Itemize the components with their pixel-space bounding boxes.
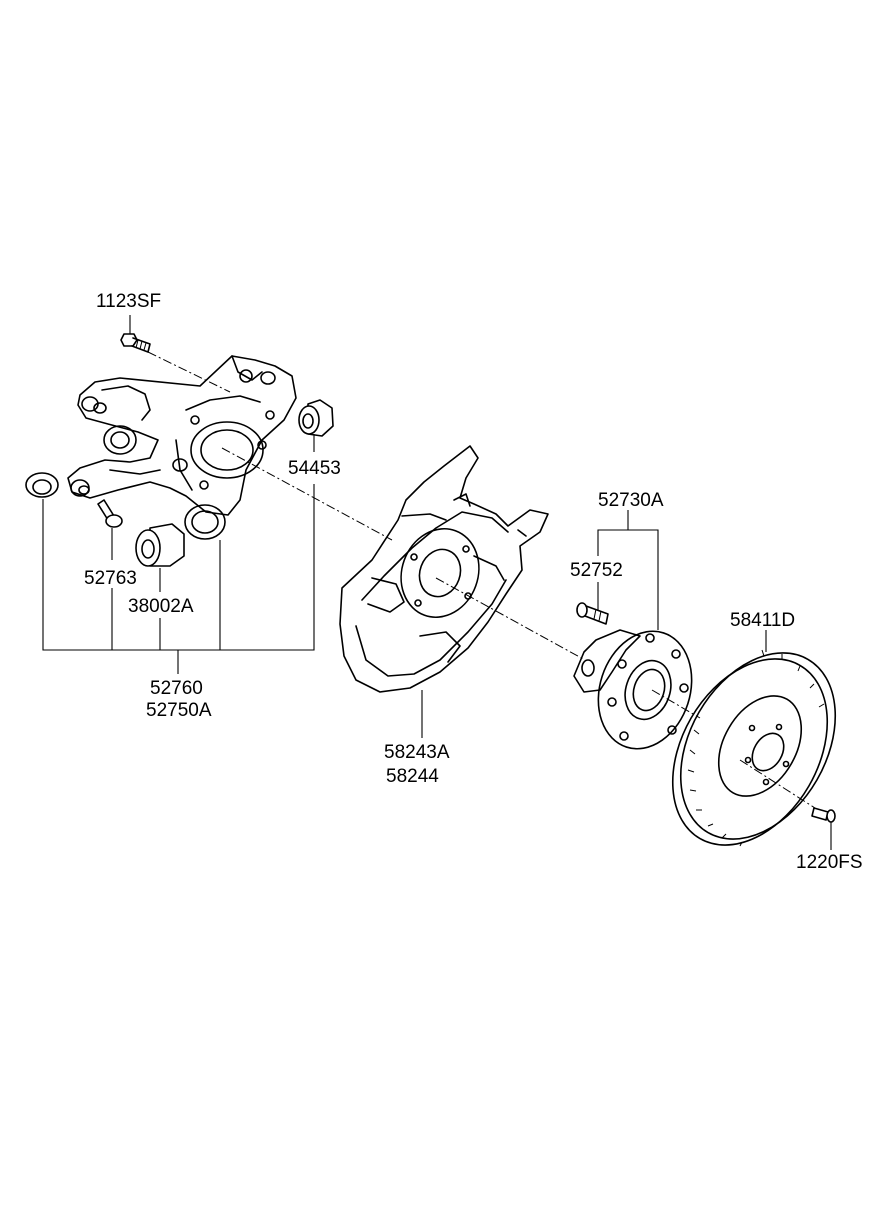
bushing-left-part: [25, 472, 59, 498]
label-52760: 52760: [150, 678, 203, 699]
label-52730a: 52730A: [598, 490, 664, 511]
label-54453: 54453: [288, 458, 341, 479]
bushing-38002a-part: [135, 523, 185, 567]
label-58244: 58244: [386, 766, 439, 787]
center-lines: [147, 351, 816, 809]
screw-1220fs-part: [811, 807, 836, 850]
brake-shield-part: [339, 445, 549, 693]
bushing-54453-part: [298, 399, 334, 437]
label-1220fs: 1220FS: [796, 852, 863, 873]
bolt-52752-part: [576, 602, 609, 625]
label-52752: 52752: [570, 560, 623, 581]
knuckle-part: [67, 355, 297, 540]
part-labels: 1123SF 54453 52763 38002A 52760 52750A 5…: [84, 291, 863, 873]
label-58243a: 58243A: [384, 742, 450, 763]
label-38002a: 38002A: [128, 596, 194, 617]
label-1123sf: 1123SF: [96, 291, 161, 312]
label-58411d: 58411D: [730, 610, 795, 631]
leader-lines: [42, 434, 767, 738]
bolt-1123sf-part: [120, 315, 151, 353]
label-52763: 52763: [84, 568, 137, 589]
bolt-52763-part: [97, 499, 123, 560]
hub-assembly-part: [573, 629, 693, 750]
brake-disc-part: [671, 649, 837, 847]
label-52750a: 52750A: [146, 700, 212, 721]
